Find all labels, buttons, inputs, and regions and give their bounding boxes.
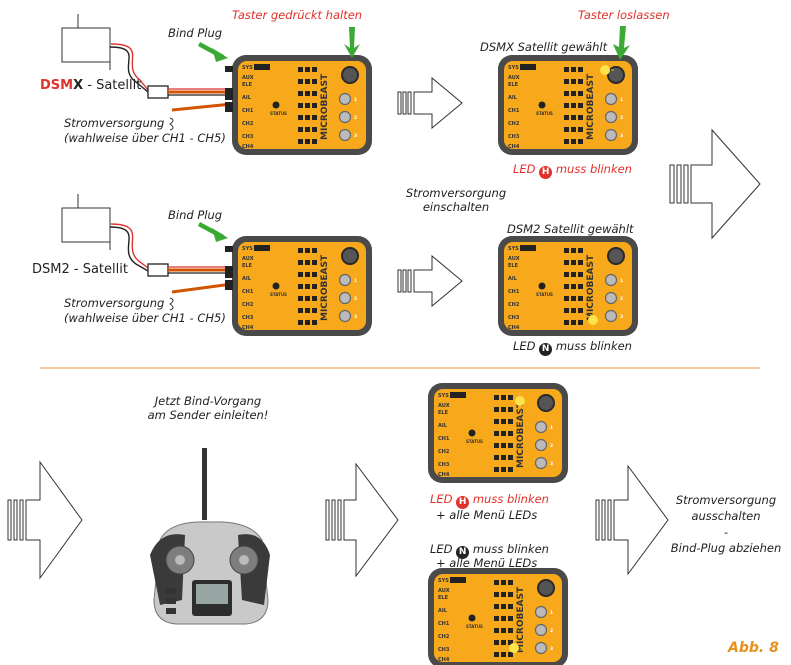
led-n-blink-label-2: LED N muss blinken <box>430 542 549 559</box>
power-label-1-line2: (wahlweise über CH1 - CH5) <box>64 131 226 145</box>
dsmx-label-x: X <box>73 78 84 93</box>
dsm2-power-brace <box>169 297 174 311</box>
green-arrow-taster-press <box>344 27 360 58</box>
all-menu-leds-1: + alle Menü LEDs <box>436 508 538 522</box>
block-arrow-bottom-mid <box>325 462 399 578</box>
bind-plug-label-1: Bind Plug <box>168 26 223 40</box>
unit-bind-dsm2 <box>231 235 373 337</box>
led-n2-prefix: LED <box>430 542 457 556</box>
power-on-label: Stromversorgung einschalten <box>394 186 518 214</box>
figure-label: Abb. 8 <box>728 640 779 656</box>
dsmx-label-dsm: DSM <box>40 78 74 93</box>
led-n-prefix: LED <box>513 339 540 353</box>
green-arrow-bind-plug-2 <box>198 222 228 242</box>
led-n-blink-label-1: LED N muss blinken <box>513 339 632 356</box>
dsmx-satellite-label: DSMX - Satellit <box>40 78 141 93</box>
taster-press-label: Taster gedrückt halten <box>232 8 363 22</box>
power-on-line1: Stromversorgung <box>405 186 507 200</box>
power-label-1-line1: Stromversorgung <box>64 116 165 130</box>
transmitter-image <box>150 448 270 625</box>
led-h2-prefix: LED <box>430 492 457 506</box>
green-arrow-taster-release <box>613 26 630 60</box>
unit-bind-dsmx <box>231 54 373 156</box>
dsmx-cable <box>109 43 233 112</box>
dsmx-label-satellit: - Satellit <box>83 78 142 93</box>
unit-dsm2-selected <box>497 235 639 337</box>
led-h2-suffix: muss blinken <box>469 492 549 506</box>
dsm2-cable <box>109 223 233 294</box>
led-h-blink-label-2: LED H muss blinken <box>430 492 549 509</box>
power-label-2-line1: Stromversorgung <box>64 296 165 310</box>
bind-instruction: Jetzt Bind-Vorgang am Sender einleiten! <box>138 394 278 422</box>
power-label-2-line2: (wahlweise über CH1 - CH5) <box>64 311 226 325</box>
power-off-line1: Stromversorgung <box>675 493 777 507</box>
block-arrow-row1 <box>397 76 463 130</box>
unit-bind-mode-h <box>427 382 569 484</box>
led-n-icon: N <box>539 343 553 356</box>
dsmx-selected-label: DSMX Satellit gewählt <box>480 40 608 54</box>
power-off-line2: ausschalten <box>691 509 761 523</box>
led-n-suffix: muss blinken <box>552 339 632 353</box>
dsmx-satellite-box <box>61 14 111 70</box>
led-h-icon: H <box>539 166 553 179</box>
power-off-line4: Bind-Plug abziehen <box>670 541 782 555</box>
led-n2-icon: N <box>456 546 470 559</box>
led-n2-suffix: muss blinken <box>469 542 549 556</box>
unit-dsmx-selected <box>497 54 639 156</box>
green-arrow-bind-plug-1 <box>198 42 228 62</box>
big-block-arrow-right <box>669 128 761 240</box>
bind-instruction-line2: am Sender einleiten! <box>147 408 269 422</box>
power-on-line2: einschalten <box>422 200 490 214</box>
led-h2-icon: H <box>456 496 470 509</box>
block-arrow-bottom-left <box>7 460 83 580</box>
bind-plug-label-2: Bind Plug <box>168 208 223 222</box>
taster-release-label: Taster loslassen <box>578 8 670 22</box>
bind-instruction-line1: Jetzt Bind-Vorgang <box>154 394 262 408</box>
dsm2-satellite-label: DSM2 - Satellit <box>32 262 128 277</box>
led-h-suffix: muss blinken <box>552 162 632 176</box>
led-h-prefix: LED <box>513 162 540 176</box>
dsmx-power-brace <box>169 117 174 131</box>
dsm2-satellite-box <box>61 194 111 250</box>
unit-bind-mode-n <box>427 567 569 665</box>
power-off-line3: - <box>723 525 729 539</box>
dsm2-selected-label: DSM2 Satellit gewählt <box>507 222 634 236</box>
all-menu-leds-2: + alle Menü LEDs <box>436 556 538 570</box>
block-arrow-bottom-right <box>595 464 669 576</box>
led-h-blink-label-1: LED H muss blinken <box>513 162 632 179</box>
power-off-label: Stromversorgung ausschalten - Bind-Plug … <box>664 492 788 556</box>
block-arrow-row2 <box>397 254 463 308</box>
